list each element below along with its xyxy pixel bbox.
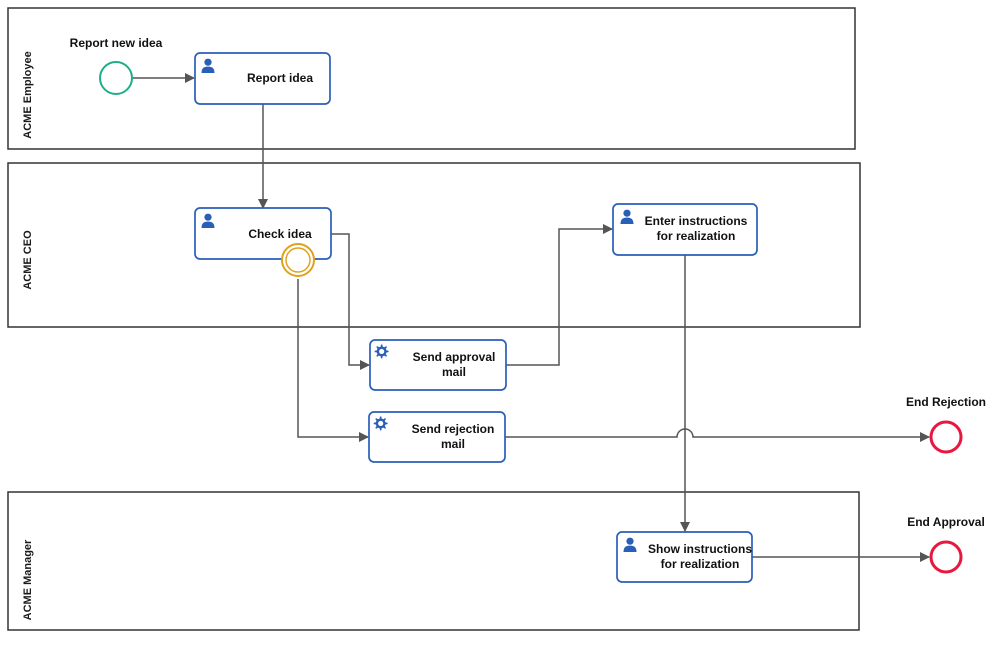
task-label: Check idea — [248, 227, 312, 241]
task-label: for realization — [661, 557, 740, 571]
end-rejection-label: End Rejection — [906, 395, 986, 409]
lane-label-employee: ACME Employee — [22, 51, 34, 138]
lane-label-manager: ACME Manager — [22, 539, 34, 620]
flow-boundary-to-send-rejection — [297, 279, 369, 442]
flow-send-approval-to-enter — [506, 224, 613, 366]
end-event-rejection[interactable]: End Rejection — [906, 395, 986, 454]
task-show-instructions[interactable]: Show instructions for realization — [616, 531, 753, 583]
flow-send-rejection-to-end — [505, 428, 930, 442]
gear-icon — [373, 416, 388, 431]
task-label: Report idea — [247, 71, 313, 85]
task-report-idea[interactable]: Report idea — [194, 52, 331, 105]
task-label: Send rejection — [412, 422, 495, 436]
start-event-label: Report new idea — [70, 36, 163, 50]
task-label: Send approval — [413, 350, 496, 364]
sequence-flows — [132, 73, 930, 562]
gear-icon — [374, 344, 389, 359]
boundary-event-check-idea[interactable] — [281, 243, 315, 277]
task-send-rejection-mail[interactable]: Send rejection mail — [368, 411, 506, 463]
task-label: mail — [441, 437, 465, 451]
end-approval-label: End Approval — [907, 515, 985, 529]
task-send-approval-mail[interactable]: Send approval mail — [369, 339, 507, 391]
task-enter-instructions[interactable]: Enter instructions for realization — [612, 203, 758, 256]
task-label: Show instructions — [648, 542, 752, 556]
task-label: Enter instructions — [645, 214, 748, 228]
task-label: mail — [442, 365, 466, 379]
task-label: for realization — [657, 229, 736, 243]
flow-check-to-send-approval — [331, 233, 370, 370]
start-event[interactable]: Report new idea — [70, 36, 163, 95]
lane-label-ceo: ACME CEO — [22, 230, 34, 290]
end-event-approval[interactable]: End Approval — [907, 515, 985, 574]
